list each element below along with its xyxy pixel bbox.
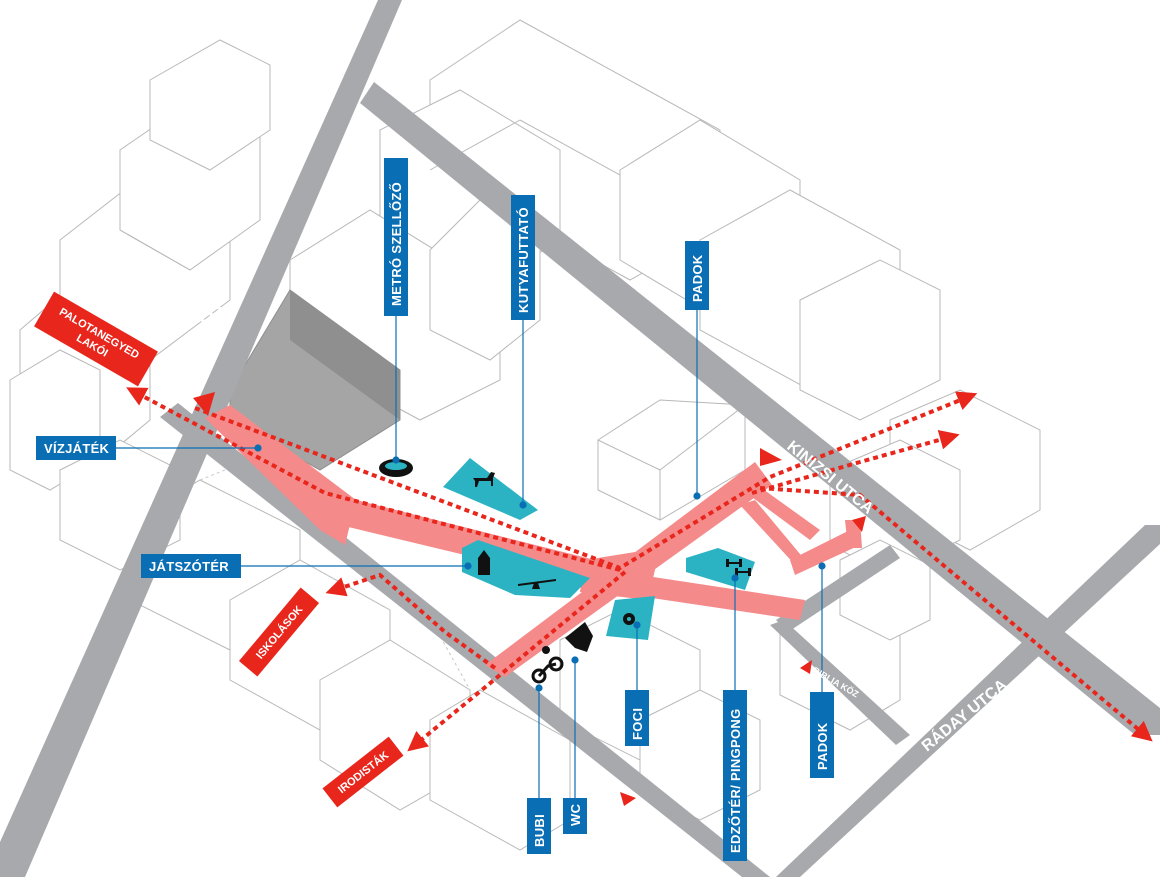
route-iskolasok (325, 572, 497, 670)
route-raday (759, 486, 1153, 742)
label-kutya-text: KUTYAFUTTATÓ (516, 207, 531, 313)
vent-icon (379, 459, 413, 477)
label-foci: FOCI (625, 690, 649, 746)
playground-area (462, 540, 590, 598)
label-metro: METRÓ SZELLŐZŐ (384, 158, 408, 316)
wc-icon (565, 622, 593, 652)
route-east (751, 430, 960, 495)
kinizsi-utca-road (360, 82, 1160, 735)
label-vizjatek: VÍZJÁTÉK (36, 436, 116, 460)
bike-icon (531, 646, 564, 684)
raday-utca-road (776, 525, 1160, 877)
label-foci-text: FOCI (630, 708, 645, 740)
label-padok-top: PADOK (685, 241, 709, 310)
side-road (770, 620, 910, 745)
dog-icon (473, 472, 495, 487)
label-jatszoter-text: JÁTSZÓTÉR (149, 559, 229, 574)
label-edzoter: EDZŐTÉR/ PINGPONG (723, 690, 747, 861)
leader-lines (115, 310, 826, 798)
grey-building-top (290, 290, 400, 420)
label-bubi: BUBI (527, 798, 551, 854)
dog-park-area (443, 458, 538, 520)
label-wc-text: WC (568, 803, 583, 826)
features (443, 458, 755, 640)
entry-markers (193, 392, 866, 806)
label-bubi-text: BUBI (532, 814, 547, 847)
label-kutya: KUTYAFUTTATÓ (511, 195, 535, 320)
routes (126, 387, 1153, 752)
ball-icon (623, 613, 635, 625)
route-irodistak (407, 570, 627, 752)
label-wc: WC (563, 798, 587, 834)
label-vizjatek-text: VÍZJÁTÉK (44, 441, 110, 456)
gym-icon (726, 559, 751, 576)
label-padok-right: PADOK (810, 692, 834, 778)
street-raday: RÁDAY UTCA (918, 675, 1011, 756)
route-ulloi-kinizsi (194, 391, 978, 571)
label-edzoter-text: EDZŐTÉR/ PINGPONG (728, 708, 743, 853)
label-padok-top-text: PADOK (690, 254, 705, 302)
label-padok-right-text: PADOK (815, 722, 830, 770)
label-metro-text: METRÓ SZELLŐZŐ (389, 182, 404, 306)
biblia-koz-road (776, 545, 900, 632)
playhouse-icon (478, 550, 490, 575)
route-palotanegyed (126, 387, 621, 572)
label-jatszoter: JÁTSZÓTÉR (141, 554, 241, 578)
seesaw-icon (518, 579, 556, 589)
